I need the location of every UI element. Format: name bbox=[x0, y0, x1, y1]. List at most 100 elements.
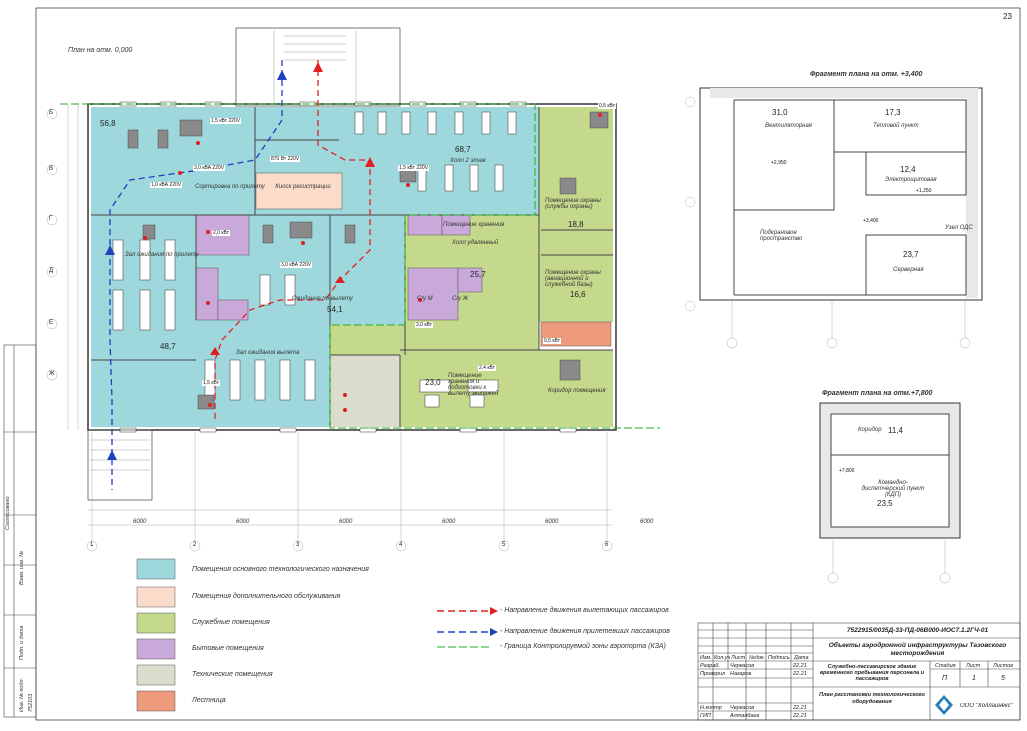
stamp-sheet: 1 bbox=[972, 675, 976, 682]
power-label: 3,0 кВт bbox=[415, 322, 433, 328]
legend-item: Служебные помещения bbox=[192, 619, 270, 626]
room-number: 56,8 bbox=[100, 119, 116, 128]
axis-label: В bbox=[49, 166, 54, 172]
stamp-date: 22.21 bbox=[793, 705, 807, 711]
power-label: 1,5 кВт bbox=[202, 380, 220, 386]
power-label: 0,5 кВт bbox=[598, 103, 616, 109]
stamp-date: 22.21 bbox=[793, 713, 807, 719]
axis-label: 3 bbox=[296, 542, 300, 548]
stamp-stage: П bbox=[942, 675, 948, 682]
sheet-title: План расстановки технологического оборуд… bbox=[819, 692, 925, 705]
stamp-role: ГИП bbox=[700, 713, 711, 719]
stamp-header: Стадия bbox=[935, 663, 956, 669]
legend-item: Помещения дополнительного обслуживания bbox=[192, 593, 341, 600]
axis-label: 2 bbox=[193, 542, 197, 548]
dimension: 6000 bbox=[236, 519, 250, 525]
power-label: 0,5 кВт bbox=[543, 338, 561, 344]
dimension: 6000 bbox=[545, 519, 559, 525]
axis-label: 6 bbox=[605, 542, 609, 548]
stamp-person: Алтанбаев bbox=[730, 713, 760, 719]
stamp-header: Дата bbox=[794, 655, 809, 661]
axis-label: Е bbox=[49, 320, 54, 326]
stamp-header: Подпись bbox=[768, 655, 790, 661]
stamp-date: 22.21 bbox=[793, 663, 807, 669]
room-name: С/у М bbox=[417, 296, 433, 302]
stamp-person: Назаров bbox=[730, 671, 752, 677]
legend-line-item: - Граница Контролируемой зоны аэропорта … bbox=[500, 643, 666, 650]
side-stamp-value: 752103 bbox=[28, 693, 34, 712]
room-name: Подкрановое пространство bbox=[760, 230, 803, 242]
room-name: Электрощитовая bbox=[885, 177, 937, 183]
room-number: 18,8 bbox=[568, 220, 584, 229]
level-mark: +3,400 bbox=[862, 218, 880, 224]
room-name: Вентиляторная bbox=[765, 123, 813, 129]
stamp-role: Разраб. bbox=[700, 663, 720, 669]
stamp-role: Н.контр bbox=[700, 705, 722, 711]
room-name: Ожидание по вылету bbox=[292, 296, 353, 302]
axis-label: 5 bbox=[502, 542, 506, 548]
room-name: С/у Ж bbox=[452, 296, 469, 302]
stamp-header: №док. bbox=[749, 655, 766, 661]
fragment-title-2: Фрагмент плана на отм.+7,800 bbox=[822, 390, 933, 397]
dimension: 6000 bbox=[442, 519, 456, 525]
room-number: 12,4 bbox=[900, 165, 916, 174]
level-mark: +7,800 bbox=[838, 468, 856, 474]
room-number: 48,7 bbox=[160, 342, 176, 351]
stamp-sheets: 5 bbox=[1001, 675, 1005, 682]
stamp-header: Кол.уч bbox=[714, 655, 731, 661]
fragment-plan-3400 bbox=[684, 87, 983, 349]
room-name: Коридор помещения bbox=[548, 388, 606, 394]
stamp-date: 22.21 bbox=[793, 671, 807, 677]
power-label: 2,0 кВт bbox=[212, 230, 230, 236]
power-label: 3,0 кВА 220V bbox=[193, 165, 226, 171]
room-number: 23,5 bbox=[877, 499, 893, 508]
axis-label: Г bbox=[49, 216, 53, 222]
side-stamp-label: Взам. инв. № bbox=[19, 550, 25, 585]
room-number: 23,0 bbox=[425, 378, 441, 387]
dimension: 6000 bbox=[339, 519, 353, 525]
power-label: 3,0 кВА 220V bbox=[280, 262, 313, 268]
fragment-title-1: Фрагмент плана на отм. +3,400 bbox=[810, 71, 923, 78]
stamp-person: Черкасов bbox=[730, 663, 755, 669]
power-label: 1,5 кВт 220V bbox=[398, 165, 430, 171]
axis-label: Д bbox=[49, 268, 54, 274]
sheet-number: 23 bbox=[1003, 12, 1012, 21]
side-stamp bbox=[3, 344, 37, 718]
room-name: Зал ожидания по прилету bbox=[125, 252, 199, 258]
stamp-header: Листов bbox=[993, 663, 1014, 669]
power-label: 870 Вт 220V bbox=[270, 156, 301, 162]
room-number: 54,1 bbox=[327, 305, 343, 314]
room-name: Узел ОДС bbox=[945, 225, 973, 231]
side-stamp-label: Согласовано bbox=[5, 496, 11, 530]
side-stamp-label: Подп. и дата bbox=[19, 625, 25, 660]
power-label: 2,4 кВт bbox=[478, 365, 496, 371]
stamp-person: Черкасов bbox=[730, 705, 755, 711]
building-name: Служебно-пассажирское здание временного … bbox=[819, 664, 925, 682]
stamp-header: Лист bbox=[966, 663, 981, 669]
legend-line-item: - Направление движения вылетающих пассаж… bbox=[500, 607, 669, 614]
room-number: 11,4 bbox=[888, 426, 903, 435]
axis-label: 1 bbox=[90, 542, 94, 548]
power-label: 1,0 кВА 220V bbox=[150, 182, 183, 188]
room-number: 25,7 bbox=[470, 270, 486, 279]
axis-label: Ж bbox=[49, 371, 55, 377]
stamp-role: Проверил bbox=[700, 671, 726, 677]
axis-label: Б bbox=[49, 110, 53, 116]
room-name: Серверная bbox=[893, 267, 924, 273]
room-number: 68,7 bbox=[455, 145, 471, 154]
room-name: Киоск регистрации bbox=[275, 184, 331, 190]
legend-swatches bbox=[136, 558, 498, 712]
room-name: Коридор bbox=[858, 427, 882, 433]
room-number: 23,7 bbox=[903, 250, 919, 259]
power-label: 1,5 кВт 220V bbox=[210, 118, 242, 124]
level-mark: +1,250 bbox=[915, 188, 933, 194]
axis-label: 4 bbox=[399, 542, 403, 548]
room-name: Тепловой пункт bbox=[873, 123, 919, 129]
room-name: Помещение хранения bbox=[443, 222, 505, 228]
room-name: Помещение охраны (службы охраны) bbox=[545, 198, 601, 210]
room-number: 16,6 bbox=[570, 290, 586, 299]
room-name: Помещение хранения и подготовки к вылету… bbox=[448, 373, 499, 397]
legend-item: Лестница bbox=[192, 697, 226, 704]
plan-title: План на отм. 0,000 bbox=[68, 47, 133, 54]
